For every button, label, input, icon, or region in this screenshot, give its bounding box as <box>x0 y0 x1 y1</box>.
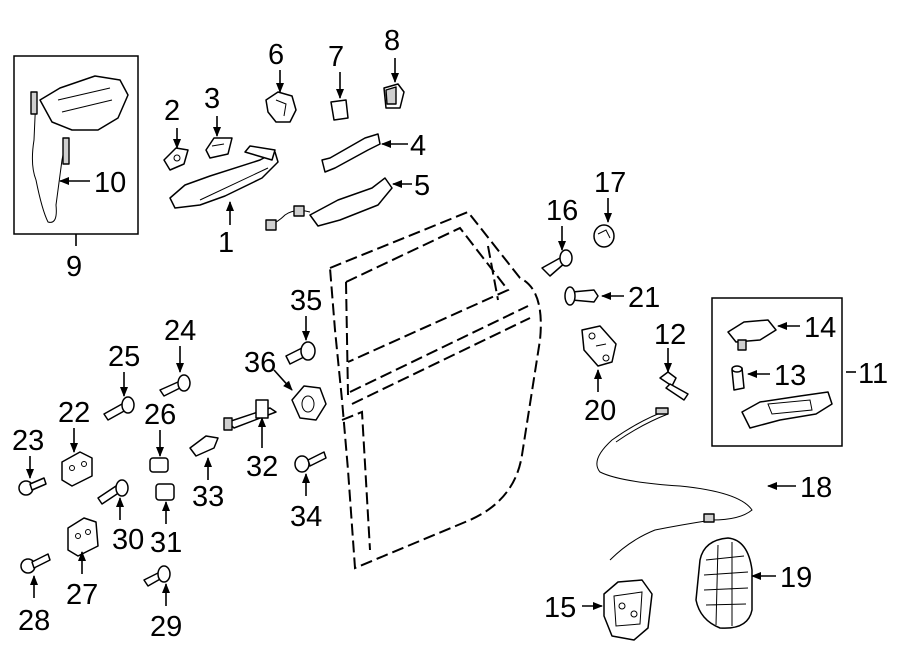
callout-30: 30 <box>112 524 144 556</box>
callout-10: 10 <box>94 167 126 199</box>
callout-20: 20 <box>584 395 616 427</box>
part-3-gasket <box>205 137 233 159</box>
part-30-pin <box>97 479 129 505</box>
part-17-plug <box>593 224 615 248</box>
part-4-handle-seal <box>321 133 381 173</box>
callout-4: 4 <box>410 130 426 162</box>
callout-18: 18 <box>800 472 832 504</box>
callout-14: 14 <box>804 312 836 344</box>
part-31-bushing <box>155 483 175 501</box>
part-33-cover <box>189 435 219 457</box>
callout-34: 34 <box>290 501 322 533</box>
part-6-bracket <box>265 91 297 123</box>
callout-21: 21 <box>628 282 660 314</box>
callout-9: 9 <box>66 251 82 283</box>
part-34-screw <box>294 451 327 473</box>
callout-labels: 1 2 3 4 5 6 7 8 9 10 11 12 13 14 15 16 1… <box>12 25 888 643</box>
callout-5: 5 <box>414 170 430 202</box>
part-2-handle-cap <box>163 147 189 171</box>
part-26-bushing <box>149 457 169 473</box>
callout-7: 7 <box>328 41 344 73</box>
callout-16: 16 <box>546 195 578 227</box>
callout-32: 32 <box>246 451 278 483</box>
callout-3: 3 <box>204 83 220 115</box>
callout-27: 27 <box>66 579 98 611</box>
part-35-bolt <box>285 341 316 365</box>
part-29-bolt <box>143 565 171 587</box>
callout-19: 19 <box>780 562 812 594</box>
part-7-clip <box>330 99 349 121</box>
part-24-bolt <box>159 374 191 397</box>
part-9-lock-assembly-box <box>13 55 139 235</box>
part-11-inside-handle-box <box>711 297 843 447</box>
callout-23: 23 <box>12 425 44 457</box>
callout-15: 15 <box>544 592 576 624</box>
part-8-cap <box>383 83 405 109</box>
callout-24: 24 <box>164 315 196 347</box>
callout-12: 12 <box>654 319 686 351</box>
part-16-bolt <box>541 249 573 277</box>
part-1-outside-handle <box>169 145 279 209</box>
callout-2: 2 <box>164 95 180 127</box>
callout-25: 25 <box>108 341 140 373</box>
callout-6: 6 <box>268 39 284 71</box>
part-12-bolt <box>659 371 689 401</box>
part-19-panel-insert <box>695 537 753 629</box>
part-22-hinge <box>61 451 93 487</box>
part-5-handle-with-wiring <box>265 177 393 231</box>
callout-13: 13 <box>774 360 806 392</box>
part-20-striker-plate <box>581 325 617 367</box>
part-36-bumper <box>291 385 327 421</box>
callout-8: 8 <box>384 25 400 57</box>
callout-22: 22 <box>58 397 90 429</box>
door-outline <box>328 210 542 570</box>
callout-26: 26 <box>144 399 176 431</box>
part-21-striker-pin <box>564 286 599 306</box>
callout-33: 33 <box>192 481 224 513</box>
callout-35: 35 <box>290 285 322 317</box>
part-18-release-cable <box>596 407 753 561</box>
part-27-hinge <box>67 517 99 557</box>
callout-36-arrow <box>273 369 293 391</box>
callout-28: 28 <box>18 605 50 637</box>
part-23-bolt <box>18 477 47 496</box>
part-15-latch <box>603 579 653 641</box>
callout-1: 1 <box>218 227 234 259</box>
callout-31: 31 <box>150 527 182 559</box>
part-28-bolt <box>20 553 51 574</box>
callout-29: 29 <box>150 611 182 643</box>
part-32-door-check <box>223 399 277 431</box>
callout-36: 36 <box>244 347 276 379</box>
part-25-pin <box>103 396 135 421</box>
callout-17: 17 <box>594 167 626 199</box>
callout-11: 11 <box>858 358 888 390</box>
